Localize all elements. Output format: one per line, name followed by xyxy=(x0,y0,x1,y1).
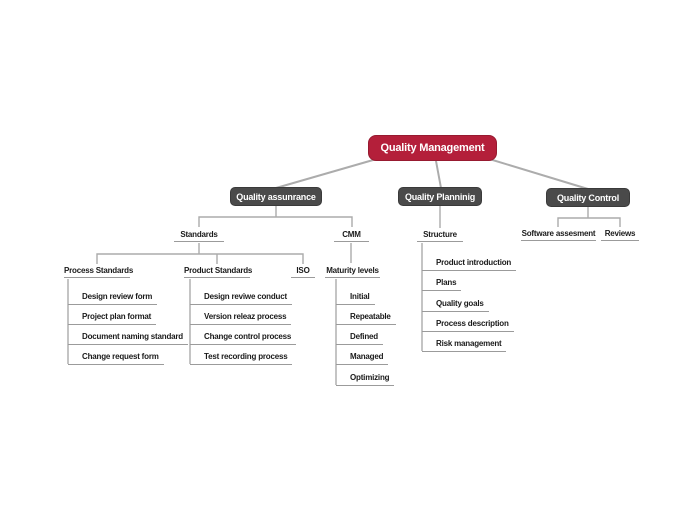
leaf-item[interactable]: Design review form xyxy=(68,292,158,305)
label-structure[interactable]: Structure xyxy=(417,229,463,242)
leaf-item[interactable]: Managed xyxy=(336,352,389,365)
leaf-item[interactable]: Initial xyxy=(336,292,375,305)
label-cmm[interactable]: CMM xyxy=(334,229,369,242)
connector-root-to-assurance xyxy=(275,157,381,189)
label-product-standards[interactable]: Product Standards xyxy=(184,265,252,278)
label-maturity-levels[interactable]: Maturity levels xyxy=(325,265,380,278)
leaf-item[interactable]: Defined xyxy=(336,332,383,345)
leaf-item[interactable]: Process description xyxy=(422,319,514,332)
leaf-item[interactable]: Document naming standard xyxy=(68,332,188,345)
leaf-item[interactable]: Test recording process xyxy=(190,352,293,365)
label-iso[interactable]: ISO xyxy=(291,265,315,278)
branch-node-quality-control[interactable]: Quality Control xyxy=(546,188,630,207)
leaf-item[interactable]: Project plan format xyxy=(68,312,157,325)
leaf-item[interactable]: Risk management xyxy=(422,339,507,352)
leaf-item[interactable]: Quality goals xyxy=(422,299,489,312)
label-process-standards[interactable]: Process Standards xyxy=(64,265,133,278)
leaf-item[interactable]: Change request form xyxy=(68,352,164,365)
leaf-item[interactable]: Design reviwe conduct xyxy=(190,292,292,305)
connector-standards-children xyxy=(96,243,304,264)
leaf-item[interactable]: Version releaz process xyxy=(190,312,292,325)
leaf-item[interactable]: Change control process xyxy=(190,332,297,345)
leaf-item[interactable]: Optimizing xyxy=(336,373,395,386)
label-standards[interactable]: Standards xyxy=(174,229,224,242)
label-software-assesment[interactable]: Software assesment xyxy=(521,228,596,241)
root-node-quality-management[interactable]: Quality Management xyxy=(368,135,497,161)
branch-node-quality-planning[interactable]: Quality Planninig xyxy=(398,187,482,206)
label-reviews[interactable]: Reviews xyxy=(601,228,639,241)
branch-node-quality-assurance[interactable]: Quality assunrance xyxy=(230,187,322,206)
leaf-item[interactable]: Plans xyxy=(422,278,462,291)
connector-assurance-children xyxy=(198,206,353,227)
connector-root-to-control xyxy=(485,157,589,190)
connector-root-to-planning xyxy=(435,160,442,189)
leaf-item[interactable]: Repeatable xyxy=(336,312,396,325)
connector-control-children xyxy=(557,206,621,227)
leaf-item[interactable]: Product introduction xyxy=(422,258,517,271)
